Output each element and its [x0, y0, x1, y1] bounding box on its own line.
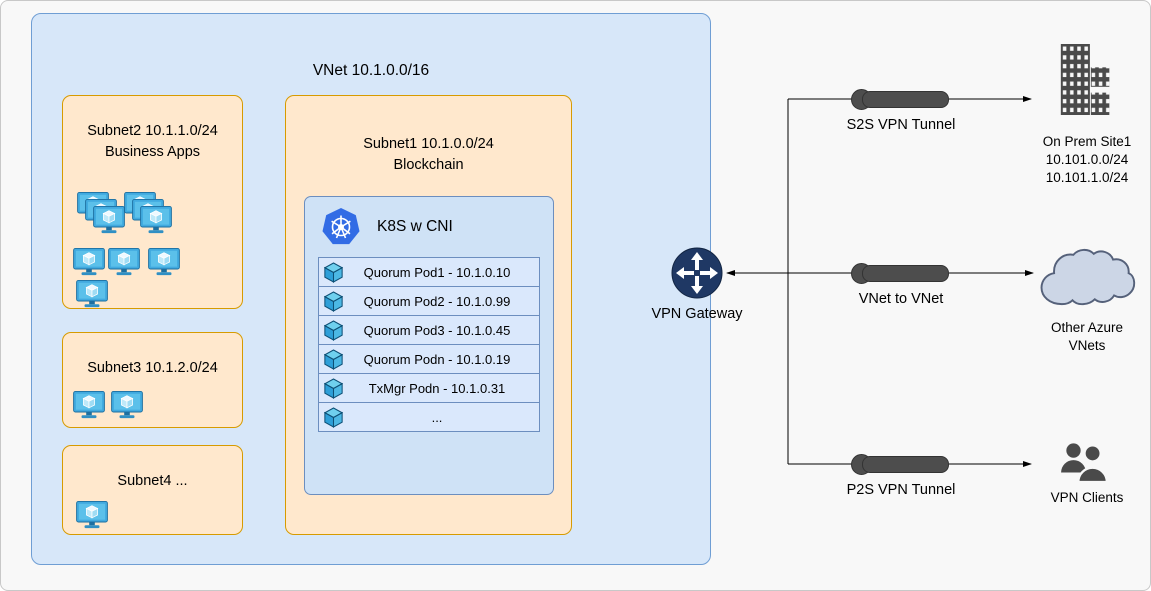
monitor-icon: [111, 391, 143, 419]
pod-row: Quorum Podn - 10.1.0.19: [318, 344, 540, 374]
pod-label: ...: [431, 409, 443, 425]
subnet4-text: Subnet4 ...: [63, 446, 242, 492]
pod-cube-icon: [324, 378, 343, 399]
p2s-tunnel-label: P2S VPN Tunnel: [846, 482, 956, 498]
pod-label: Quorum Pod2 - 10.1.0.99: [363, 293, 511, 309]
pod-cube-icon: [324, 262, 343, 283]
monitor-icon: [93, 206, 125, 234]
subnet3-box: Subnet3 10.1.2.0/24: [62, 332, 243, 428]
monitor-icon: [76, 501, 108, 529]
subnet1-subtitle: Blockchain: [393, 157, 464, 173]
subnet1-text: Subnet1 10.1.0.0/24 Blockchain: [286, 96, 571, 176]
pod-label: TxMgr Podn - 10.1.0.31: [368, 380, 506, 396]
pod-row: Quorum Pod1 - 10.1.0.10: [318, 257, 540, 287]
monitor-icon: [108, 248, 140, 276]
monitor-icon: [73, 391, 105, 419]
azure-vnets-label-line2: VNets: [1068, 338, 1106, 353]
monitor-icon: [148, 248, 180, 276]
monitor-stack-icon: [124, 192, 174, 236]
subnet4-box: Subnet4 ...: [62, 445, 243, 535]
subnet4-title: Subnet4 ...: [117, 473, 188, 489]
pod-label: Quorum Podn - 10.1.0.19: [363, 351, 511, 367]
building-icon: [1059, 44, 1113, 115]
s2s-tunnel-icon: [851, 89, 949, 110]
vpn-gateway-icon: [671, 247, 723, 299]
vpn-gateway-label: VPN Gateway: [651, 306, 743, 322]
pod-cube-icon: [324, 349, 343, 370]
azure-vnets-label-line1: Other Azure: [1050, 320, 1124, 335]
vnet-to-vnet-label: VNet to VNet: [858, 291, 944, 307]
monitor-icon: [140, 206, 172, 234]
people-icon: [1059, 441, 1109, 483]
pod-cube-icon: [324, 291, 343, 312]
monitor-stack-icon: [77, 192, 127, 236]
onprem-label-line3: 10.101.1.0/24: [1045, 170, 1129, 185]
onprem-label-line2: 10.101.0.0/24: [1045, 152, 1129, 167]
subnet1-box: Subnet1 10.1.0.0/24 Blockchain: [285, 95, 572, 535]
subnet2-title: Subnet2 10.1.1.0/24: [87, 123, 218, 139]
vnet-to-vnet-tunnel-icon: [851, 263, 949, 284]
onprem-label-line1: On Prem Site1: [1042, 134, 1132, 149]
subnet3-title: Subnet3 10.1.2.0/24: [87, 360, 218, 376]
subnet2-box: Subnet2 10.1.1.0/24 Business Apps: [62, 95, 243, 309]
pod-cube-icon: [324, 407, 343, 428]
onprem-label: On Prem Site1 10.101.0.0/24 10.101.1.0/2…: [1007, 133, 1150, 187]
k8s-title: K8S w CNI: [377, 218, 453, 235]
subnet2-text: Subnet2 10.1.1.0/24 Business Apps: [63, 96, 242, 163]
tunnel-body: [862, 91, 949, 108]
p2s-tunnel-icon: [851, 454, 949, 475]
subnet2-subtitle: Business Apps: [104, 144, 201, 160]
monitor-icon: [76, 280, 108, 308]
cloud-icon: [1038, 248, 1136, 308]
vpn-clients-label: VPN Clients: [1050, 490, 1124, 505]
vnet-box: VNet 10.1.0.0/16 Subnet2 10.1.1.0/24 Bus…: [31, 13, 711, 565]
k8s-header: K8S w CNI: [321, 208, 453, 246]
pod-list: Quorum Pod1 - 10.1.0.10 Quorum Pod2 - 10…: [318, 257, 540, 432]
vnet-title: VNet 10.1.0.0/16: [312, 62, 430, 79]
pod-label: Quorum Pod3 - 10.1.0.45: [363, 322, 511, 338]
pod-row: ...: [318, 402, 540, 432]
subnet1-title: Subnet1 10.1.0.0/24: [363, 136, 494, 152]
monitor-icon: [73, 248, 105, 276]
kubernetes-icon: [322, 208, 360, 245]
tunnel-body: [862, 265, 949, 282]
pod-row: Quorum Pod2 - 10.1.0.99: [318, 286, 540, 316]
pod-label: Quorum Pod1 - 10.1.0.10: [363, 264, 511, 280]
subnet3-text: Subnet3 10.1.2.0/24: [63, 333, 242, 379]
pod-row: Quorum Pod3 - 10.1.0.45: [318, 315, 540, 345]
s2s-tunnel-label: S2S VPN Tunnel: [846, 117, 956, 133]
azure-vnets-label: Other Azure VNets: [1027, 319, 1147, 355]
tunnel-body: [862, 456, 949, 473]
k8s-box: K8S w CNI Quorum Pod1 - 10.1.0.10 Quorum…: [304, 196, 554, 495]
pod-row: TxMgr Podn - 10.1.0.31: [318, 373, 540, 403]
pod-cube-icon: [324, 320, 343, 341]
